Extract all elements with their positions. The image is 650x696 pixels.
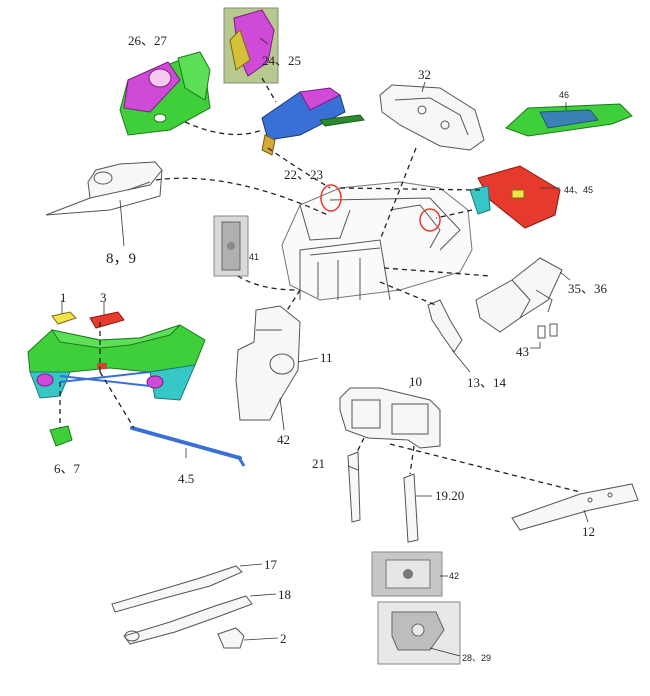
label-26-27: 26、27	[128, 33, 168, 48]
label-12: 12	[582, 524, 595, 539]
label-28-29: 28、29	[462, 653, 492, 663]
label-21: 21	[312, 456, 325, 471]
connector-lines	[59, 77, 581, 493]
part-46	[505, 103, 633, 137]
part-6-7	[49, 425, 73, 447]
label-6-7: 6、7	[54, 461, 81, 476]
label-44-45: 44、45	[564, 185, 594, 195]
label-8-9: 8，9	[106, 251, 137, 267]
part-41-photo	[213, 215, 249, 277]
part-19-20	[403, 473, 419, 543]
cowl-assembly	[27, 324, 206, 401]
part-44-45	[469, 165, 561, 229]
label-42-b: 42	[449, 571, 460, 581]
label-13-14: 13、14	[467, 375, 507, 390]
label-19-20: 19.20	[435, 488, 465, 503]
part-3	[89, 311, 125, 329]
part-28-29-photo	[377, 601, 461, 665]
label-17: 17	[264, 557, 277, 572]
label-24-25: 24、25	[262, 53, 302, 68]
label-18: 18	[278, 587, 291, 602]
part-1	[51, 311, 77, 325]
part-18	[123, 595, 253, 645]
part-4-5	[130, 426, 246, 467]
part-42-photo	[371, 551, 443, 597]
part-35-36	[475, 257, 563, 333]
part-10	[339, 387, 441, 449]
part-32	[379, 84, 485, 151]
label-22-23: 22、23	[284, 167, 324, 182]
label-10: 10	[409, 374, 422, 389]
label-1: 1	[60, 290, 67, 305]
part-24-25-photo	[223, 7, 279, 84]
label-11: 11	[320, 350, 333, 365]
label-42-a: 42	[277, 432, 290, 447]
label-41: 41	[249, 252, 260, 262]
label-2: 2	[280, 631, 287, 646]
label-46: 46	[559, 90, 570, 100]
label-4-5: 4.5	[178, 471, 195, 486]
part-17	[111, 565, 243, 613]
part-22-23	[261, 87, 365, 156]
part-11-42	[235, 305, 301, 421]
part-13-14	[427, 299, 463, 353]
label-43: 43	[516, 344, 529, 359]
part-12	[511, 483, 639, 531]
part-2	[217, 627, 245, 649]
part-43	[530, 323, 558, 349]
label-35-36: 35、36	[568, 281, 608, 296]
part-8-9	[45, 161, 163, 216]
label-32: 32	[418, 67, 431, 82]
part-21	[347, 451, 361, 523]
body-shell	[281, 181, 473, 301]
label-3: 3	[100, 290, 107, 305]
part-26-27	[119, 51, 211, 136]
leader-lines	[61, 37, 589, 657]
